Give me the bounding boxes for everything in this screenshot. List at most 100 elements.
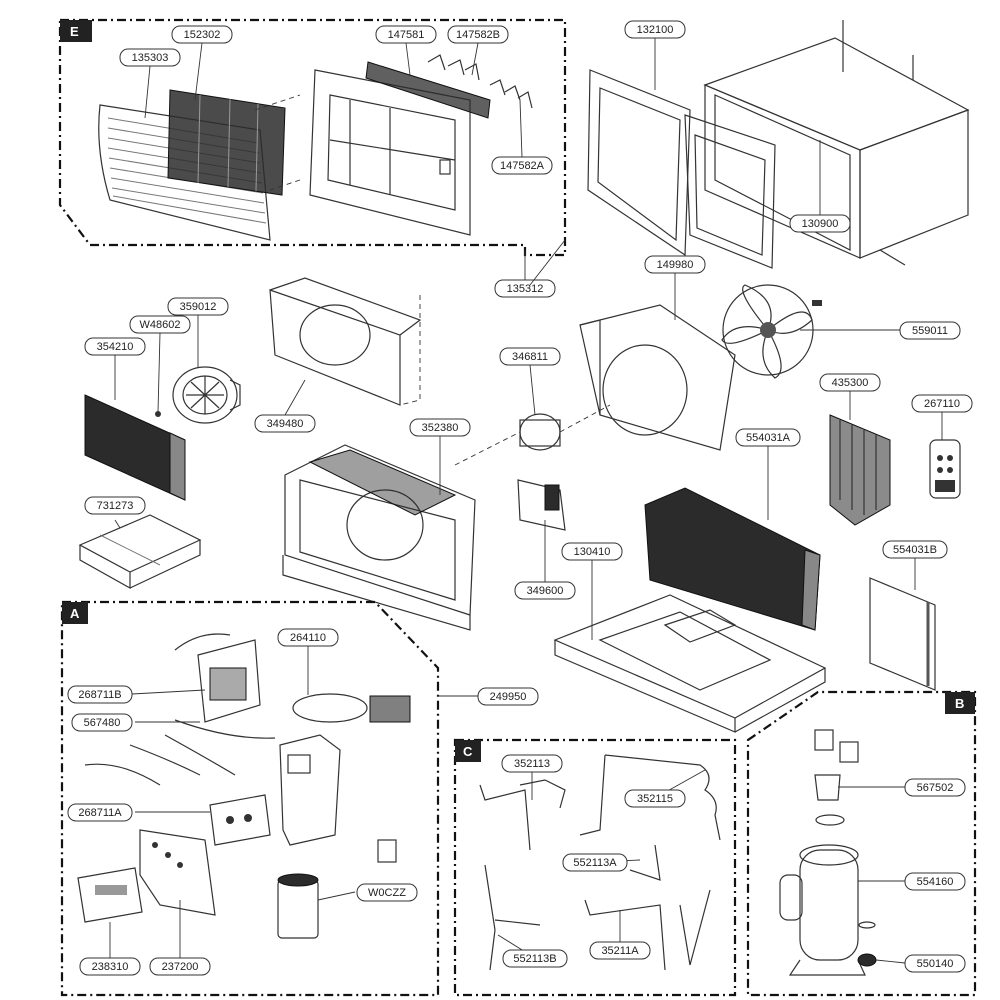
svg-text:147582A: 147582A (500, 160, 545, 172)
label-237200: 237200 (149, 957, 211, 976)
section-c: C (453, 738, 737, 997)
display-board (77, 867, 143, 923)
label-550140: 550140 (904, 954, 966, 973)
part-labels: 152302 147581 147582B 135303 147582A 135… (67, 20, 973, 976)
wire-harness-mid (129, 734, 236, 776)
section-a-label: A (70, 606, 80, 621)
svg-text:W0CZZ: W0CZZ (368, 887, 406, 899)
svg-text:147581: 147581 (388, 29, 425, 41)
control-box (279, 734, 341, 846)
cabinet-box (703, 20, 970, 266)
svg-text:238310: 238310 (92, 961, 129, 973)
section-b: B (746, 690, 977, 997)
svg-text:550140: 550140 (917, 958, 954, 970)
sleeve-frame (587, 69, 776, 269)
svg-text:552113A: 552113A (573, 857, 617, 869)
svg-text:135312: 135312 (507, 283, 544, 295)
grommet-550140 (857, 921, 877, 967)
label-264110: 264110 (277, 628, 339, 647)
label-352380: 352380 (409, 418, 471, 437)
svg-text:554031A: 554031A (746, 432, 791, 444)
blower-wheel (172, 366, 241, 424)
coil-b (869, 577, 936, 691)
pcb-268711a (209, 794, 271, 846)
svg-text:135303: 135303 (132, 52, 169, 64)
label-130410: 130410 (561, 542, 623, 561)
label-W48602: W48602 (129, 315, 191, 334)
label-35211A: 35211A (589, 941, 651, 960)
svg-text:267110: 267110 (924, 398, 960, 410)
label-W0CZZ: W0CZZ (356, 883, 418, 902)
svg-text:554031B: 554031B (893, 544, 937, 556)
capacitor (277, 873, 319, 939)
motor-bracket (517, 479, 566, 531)
svg-text:435300: 435300 (832, 377, 869, 389)
wire-short (84, 763, 161, 786)
label-130900: 130900 (789, 214, 851, 233)
section-a: A (60, 600, 440, 997)
air-filter (167, 89, 286, 196)
label-552113B: 552113B (502, 949, 568, 968)
label-352113: 352113 (501, 754, 563, 773)
remote-control (929, 439, 961, 499)
label-552113A: 552113A (562, 853, 628, 872)
label-349600: 349600 (514, 581, 576, 600)
svg-text:349600: 349600 (527, 585, 564, 597)
svg-text:147582B: 147582B (456, 29, 500, 41)
tube-35211a (584, 889, 711, 971)
section-e-label: E (70, 24, 79, 39)
svg-text:349480: 349480 (267, 418, 304, 430)
svg-text:731273: 731273 (97, 500, 134, 512)
section-b-tag (945, 692, 975, 714)
label-267110: 267110 (911, 394, 973, 413)
label-152302: 152302 (171, 25, 233, 44)
base-pan (553, 594, 827, 733)
svg-text:152302: 152302 (184, 29, 221, 41)
label-352115: 352115 (624, 789, 686, 808)
svg-text:W48602: W48602 (140, 319, 181, 331)
label-147582A: 147582A (491, 156, 553, 175)
svg-text:359012: 359012 (180, 301, 217, 313)
evaporator-coil-a (644, 487, 821, 631)
louver-clips-b (427, 54, 480, 81)
svg-text:35211A: 35211A (601, 945, 639, 957)
svg-text:149980: 149980 (657, 259, 694, 271)
wire-567480 (174, 719, 276, 739)
label-135303: 135303 (119, 48, 181, 67)
blower-housing (269, 277, 422, 406)
label-135312: 135312 (494, 279, 556, 298)
louver-clips-a (489, 79, 533, 109)
label-554031A: 554031A (735, 428, 801, 447)
label-435300: 435300 (819, 373, 881, 392)
section-e-tag (60, 20, 92, 42)
svg-text:346811: 346811 (512, 351, 548, 363)
svg-text:567480: 567480 (84, 717, 121, 729)
condenser-fan-blade (721, 284, 822, 379)
svg-text:352115: 352115 (637, 793, 673, 805)
leader-lines (109, 38, 943, 964)
label-249950: 249950 (477, 687, 539, 706)
svg-text:268711A: 268711A (78, 807, 122, 819)
label-359012: 359012 (167, 297, 229, 316)
svg-text:567502: 567502 (917, 782, 954, 794)
svg-text:249950: 249950 (490, 691, 527, 703)
svg-text:130900: 130900 (802, 218, 839, 230)
label-147582B: 147582B (447, 25, 509, 44)
section-c-tag (455, 740, 481, 762)
fan-shroud (579, 304, 736, 451)
compressor (779, 844, 866, 976)
svg-text:237200: 237200 (162, 961, 199, 973)
svg-text:268711B: 268711B (78, 689, 121, 701)
svg-text:554160: 554160 (917, 876, 954, 888)
packing-box (78, 514, 202, 590)
tube-352115 (579, 754, 721, 841)
wire-harness-top (174, 633, 231, 651)
cabinet-assembly (587, 20, 970, 269)
overload-protector (814, 729, 859, 826)
section-c-label: C (463, 744, 473, 759)
svg-text:264110: 264110 (290, 632, 326, 644)
svg-text:552113B: 552113B (513, 953, 556, 965)
section-e: E (58, 18, 567, 257)
section-b-label: B (955, 696, 964, 711)
